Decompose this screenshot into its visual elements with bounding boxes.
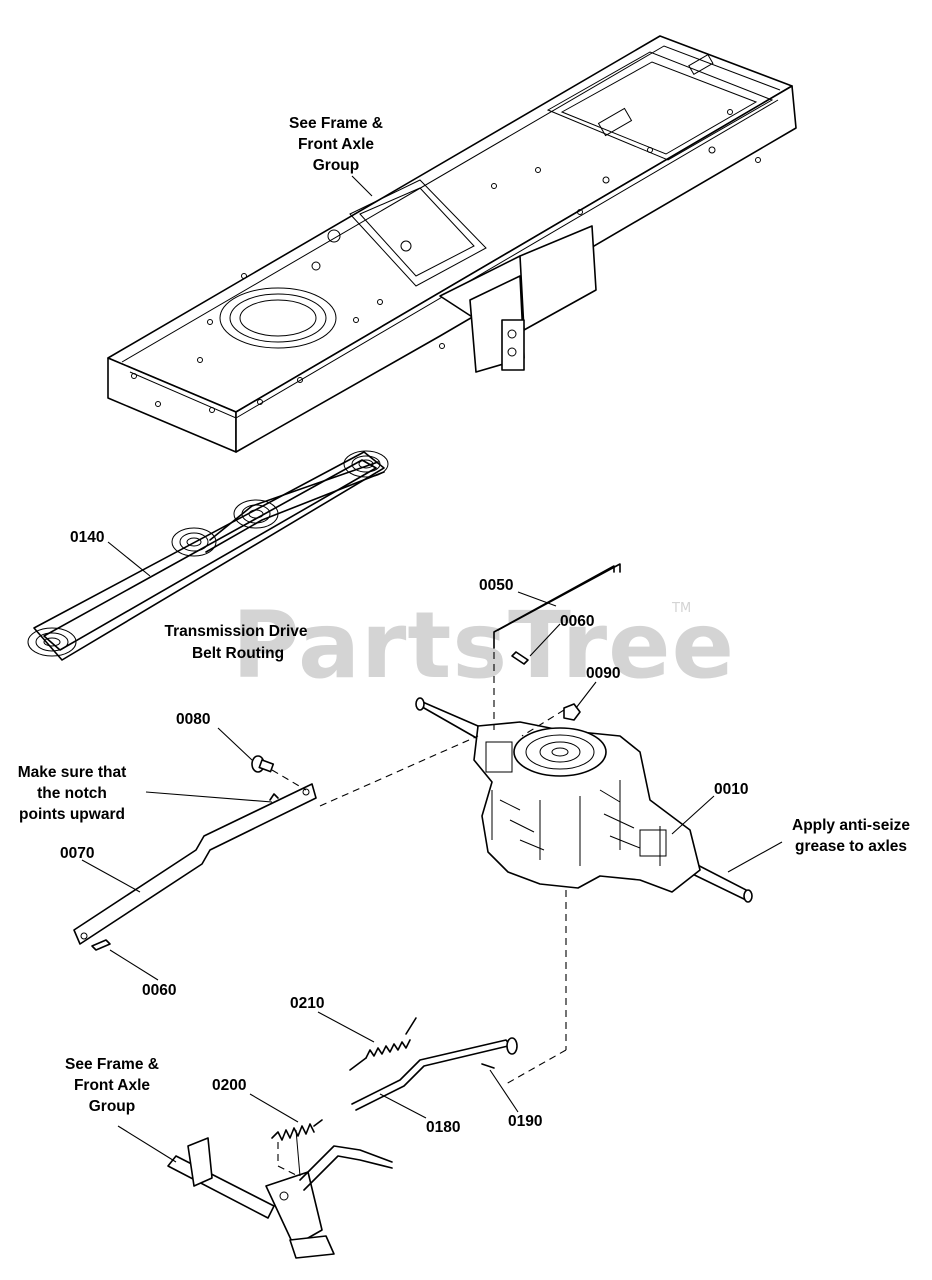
part-number-0210[interactable]: 0210	[290, 995, 324, 1012]
pedal-assembly-drawing	[167, 1129, 393, 1259]
callout-anti-seize: Apply anti-seize grease to axles	[792, 817, 910, 855]
callout-frame-bottom-line1: See Frame &	[65, 1056, 159, 1073]
part-number-0190[interactable]: 0190	[508, 1113, 542, 1130]
part-number-0060-lower[interactable]: 0060	[142, 982, 176, 999]
callout-notch-line1: Make sure that	[18, 764, 127, 781]
callout-frame-bottom-line2: Front Axle	[74, 1077, 150, 1094]
part-number-0200[interactable]: 0200	[212, 1077, 246, 1094]
callout-belt-routing-line1: Transmission Drive	[164, 623, 307, 640]
control-rod-drawing	[351, 1037, 518, 1111]
callout-notch: Make sure that the notch points upward	[18, 764, 127, 823]
callout-notch-line2: the notch	[37, 785, 107, 802]
spring-0200-drawing	[271, 1119, 323, 1141]
watermark: PartsTree TM	[232, 592, 735, 699]
part-number-0090[interactable]: 0090	[586, 665, 620, 682]
callout-frame-bottom: See Frame & Front Axle Group	[65, 1056, 159, 1115]
part-number-0060-upper[interactable]: 0060	[560, 613, 594, 630]
spring-0210-drawing	[349, 1017, 417, 1071]
callout-frame-top-line2: Front Axle	[298, 136, 374, 153]
drive-belt-drawing	[27, 450, 389, 661]
callout-anti-seize-line2: grease to axles	[795, 838, 907, 855]
callout-frame-top-line3: Group	[313, 157, 360, 174]
part-number-0070[interactable]: 0070	[60, 845, 94, 862]
bolt-drawing	[251, 755, 275, 773]
callout-belt-routing-line2: Belt Routing	[192, 645, 284, 662]
callout-belt-routing: Transmission Drive Belt Routing	[164, 623, 307, 662]
part-number-labels: 0140 0050 0060 0090 0080 0010 0070 0060 …	[60, 529, 748, 1136]
part-number-0180[interactable]: 0180	[426, 1119, 460, 1136]
callout-frame-top-line1: See Frame &	[289, 115, 383, 132]
assembly-lines	[271, 652, 567, 1177]
callout-frame-bottom-line3: Group	[89, 1098, 136, 1115]
transaxle-drawing	[415, 697, 753, 903]
part-number-0140[interactable]: 0140	[70, 529, 104, 546]
watermark-trademark: TM	[671, 601, 691, 616]
control-link-drawing	[73, 783, 317, 951]
shift-rod-drawing	[493, 563, 621, 665]
callout-notch-line3: points upward	[19, 806, 125, 823]
part-number-0080[interactable]: 0080	[176, 711, 210, 728]
leader-lines	[81, 175, 783, 1163]
part-number-0010[interactable]: 0010	[714, 781, 748, 798]
callout-anti-seize-line1: Apply anti-seize	[792, 817, 910, 834]
part-number-0050[interactable]: 0050	[479, 577, 513, 594]
callout-frame-top: See Frame & Front Axle Group	[289, 115, 383, 174]
watermark-text: PartsTree	[232, 592, 735, 699]
frame-drawing	[107, 35, 797, 453]
